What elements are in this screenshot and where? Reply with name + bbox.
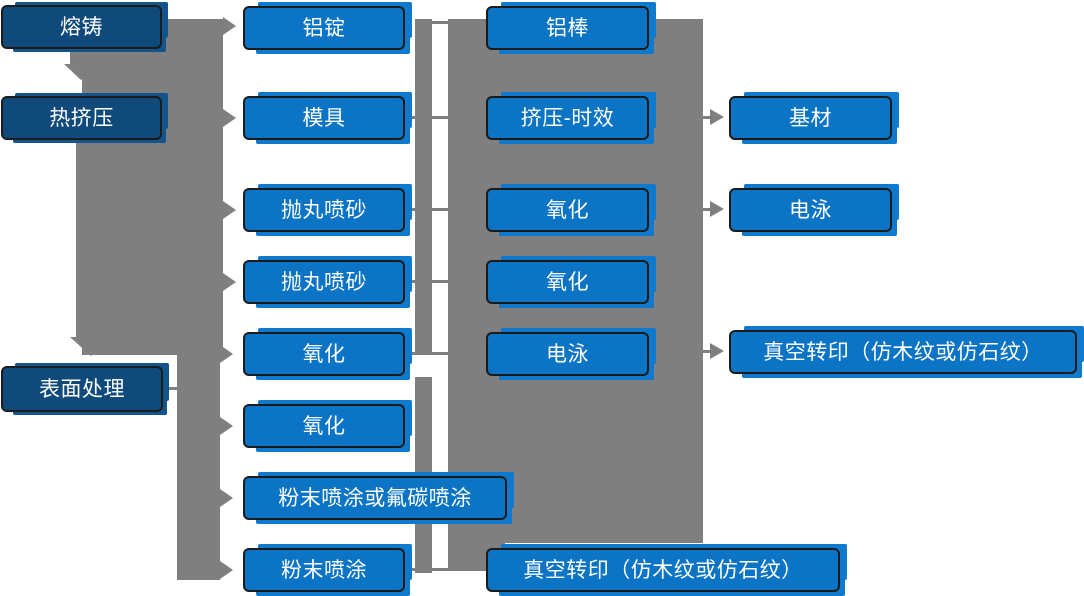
- arrow-down-melt-to-hotextrusion-icon: [64, 64, 98, 80]
- connector-left-band-lower: [177, 355, 220, 580]
- node-hot-extrusion: 热挤压: [1, 96, 162, 140]
- connector-stub-row5: [406, 352, 448, 355]
- connector-stub-row8: [406, 568, 486, 571]
- node-electrophoresis-c4: 电泳: [729, 188, 892, 232]
- node-base-material: 基材: [729, 96, 892, 140]
- node-powder-coating: 粉末喷涂: [243, 548, 405, 592]
- arrow-right-to-basematerial-icon: [710, 109, 724, 125]
- node-melting-casting: 熔铸: [1, 5, 162, 49]
- arrow-right-to-mold-icon: [223, 109, 236, 127]
- connector-middle-bar-upper: [415, 19, 432, 353]
- arrow-right-to-aluminum-ingot-icon: [223, 17, 236, 35]
- connector-surface-stub: [163, 387, 178, 390]
- connector-stub-row1: [420, 21, 448, 24]
- connector-stub-row3: [406, 208, 448, 211]
- node-mold: 模具: [243, 96, 405, 140]
- node-aluminum-rod: 铝棒: [486, 6, 649, 50]
- node-shot-blasting-1: 抛丸喷砂: [243, 188, 405, 232]
- node-shot-blasting-2: 抛丸喷砂: [243, 260, 405, 304]
- connector-stub-row2: [406, 116, 448, 119]
- node-vacuum-transfer-c3: 真空转印（仿木纹或仿石纹）: [486, 548, 840, 592]
- arrow-right-to-oxidation1-icon: [220, 345, 233, 363]
- arrow-right-to-electrophoresis-icon: [710, 201, 724, 217]
- arrow-down-hotextrusion-to-surface-icon: [70, 337, 112, 356]
- connector-middle-bar-lower: [415, 377, 432, 573]
- connector-hotextrusion-stem: [76, 140, 107, 338]
- connector-melt-stem: [70, 49, 93, 65]
- node-surface-treatment: 表面处理: [1, 366, 163, 412]
- node-oxidation-c2-1: 氧化: [243, 332, 405, 376]
- connector-stub-basematerial: [703, 116, 712, 119]
- node-electrophoresis-c3: 电泳: [486, 332, 649, 376]
- arrow-right-to-oxidation2-icon: [220, 417, 233, 435]
- arrow-right-to-shotblasting1-icon: [223, 201, 236, 219]
- connector-stub-row4: [406, 280, 448, 283]
- connector-stub-electrophoresis: [703, 208, 712, 211]
- arrow-right-to-shotblasting2-icon: [223, 273, 236, 291]
- node-extrusion-aging: 挤压-时效: [486, 96, 649, 140]
- arrow-right-to-powder-icon: [220, 561, 233, 579]
- connector-stub-vacuumtransfer: [703, 350, 712, 353]
- arrow-right-to-vacuumtransfer-icon: [710, 343, 724, 359]
- node-powder-or-fluorocarbon-coating: 粉末喷涂或氟碳喷涂: [243, 476, 507, 520]
- node-oxidation-c3-1: 氧化: [486, 188, 649, 232]
- node-oxidation-c3-2: 氧化: [486, 260, 649, 304]
- arrow-right-to-powderfluoro-icon: [220, 489, 233, 507]
- node-oxidation-c2-2: 氧化: [243, 404, 405, 448]
- node-aluminum-ingot: 铝锭: [243, 6, 405, 50]
- node-vacuum-transfer-c4: 真空转印（仿木纹或仿石纹）: [729, 330, 1077, 374]
